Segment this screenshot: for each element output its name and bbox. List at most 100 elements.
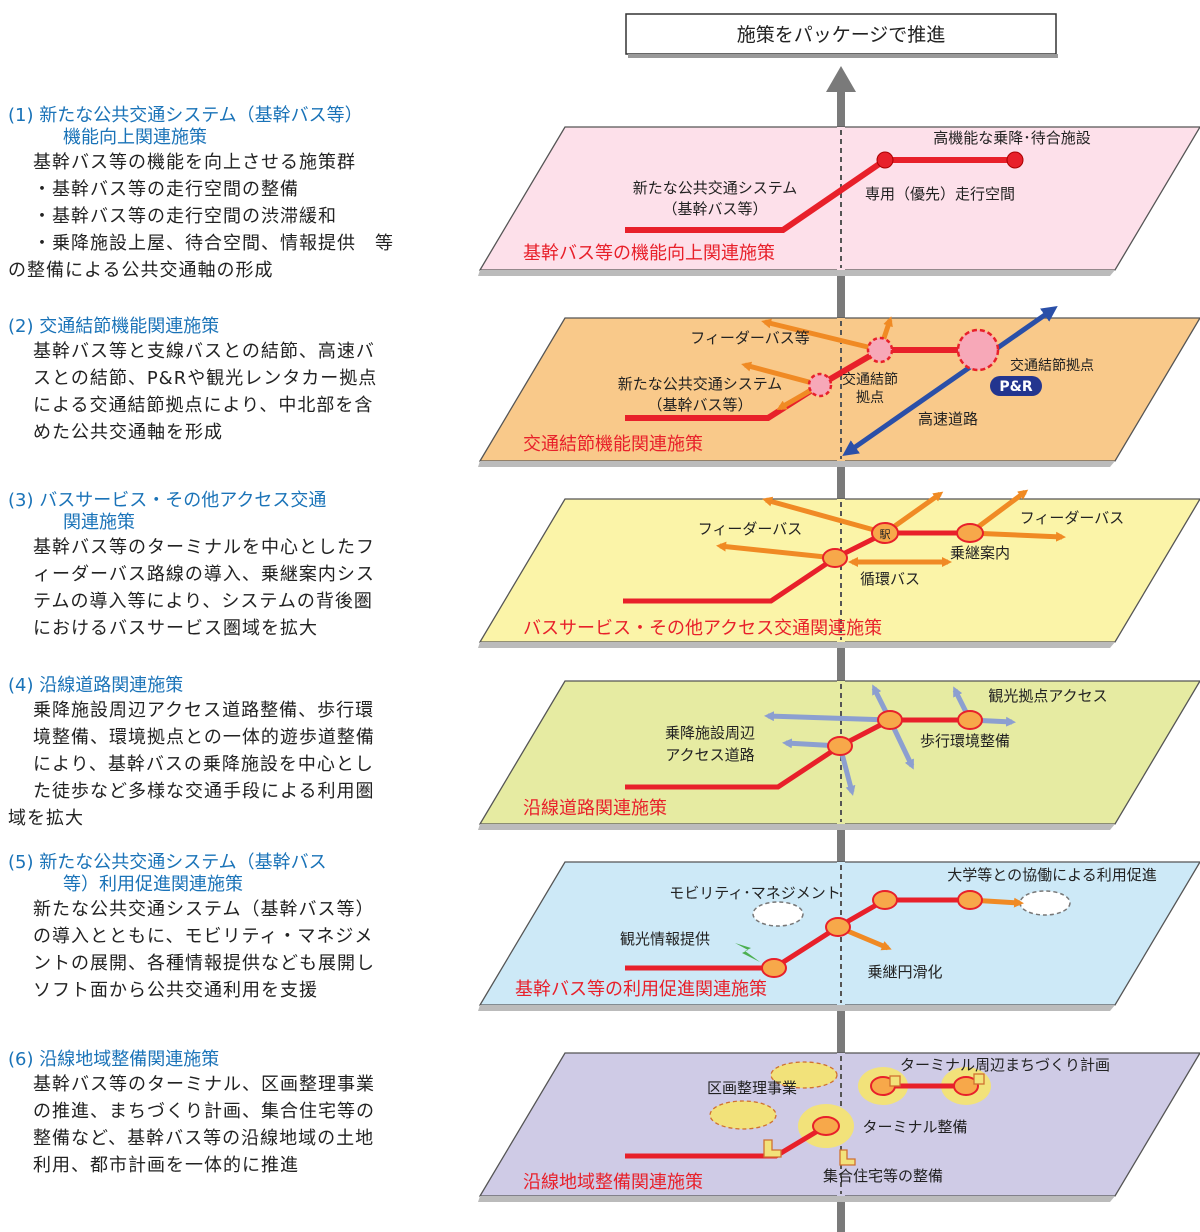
- label-access-road: アクセス道路: [665, 746, 754, 764]
- label-trunk-bus: （基幹バス等）: [647, 396, 752, 414]
- section-body-line: 域を拡大: [8, 808, 84, 829]
- label-feeder-right: フィーダーバス: [1020, 509, 1125, 527]
- label-loop-bus: 循環バス: [860, 570, 920, 588]
- layer-title: 交通結節機能関連施策: [523, 434, 703, 455]
- layer-3: 駅 フィーダーバス フィーダーバス 乗継案内 循環バス バスサービス・その他アク…: [478, 489, 1200, 648]
- station-label: 駅: [880, 528, 891, 541]
- section-body: 基幹バス等と支線バスとの結節、高速バ スとの結節、P&Rや観光レンタカー拠点 に…: [8, 338, 463, 446]
- section-body: 新たな公共交通システム（基幹バス等） の導入とともに、モビリティ・マネジメ ント…: [8, 896, 463, 1004]
- policy-list: (1) 新たな公共交通システム（基幹バス等） 機能向上関連施策 基幹バス等の機能…: [0, 0, 470, 1232]
- stop-marker: [825, 917, 851, 937]
- label-transit-system: 新たな公共交通システム: [633, 179, 798, 197]
- layer-title: 沿線地域整備関連施策: [523, 1172, 703, 1193]
- section-2: (2) 交通結節機能関連施策 基幹バス等と支線バスとの結節、高速バ スとの結節、…: [8, 316, 463, 446]
- section-body-line: ィーダーバス路線の導入、乗継案内シス: [33, 564, 375, 585]
- section-title-line: 関連施策: [63, 512, 135, 533]
- section-body-line: 境整備、環境拠点との一体的遊歩道整備: [33, 727, 375, 748]
- university-bubble: [1019, 890, 1071, 916]
- layer-plane-edge: [478, 1005, 1115, 1011]
- layer-plane-edge: [478, 1196, 1115, 1202]
- section-body-line: 基幹バス等の機能を向上させる施策群: [33, 152, 356, 173]
- section-title-line: (3) バスサービス・その他アクセス交通: [8, 490, 327, 511]
- label-land-readjustment: 区画整理事業: [707, 1079, 797, 1097]
- section-body-line: におけるバスサービス圏域を拡大: [33, 618, 318, 639]
- hub-marker: [807, 372, 833, 398]
- layer-4: 観光拠点アクセス 乗降施設周辺 アクセス道路 歩行環境整備 沿線道路関連施策: [478, 680, 1200, 830]
- stop-marker: [872, 890, 898, 910]
- section-title: (1) 新たな公共交通システム（基幹バス等） 機能向上関連施策: [8, 105, 463, 149]
- stop-marker: [827, 736, 853, 756]
- housing-icon: [763, 1139, 782, 1158]
- section-title: (2) 交通結節機能関連施策: [8, 316, 463, 338]
- label-facility: 高機能な乗降･待合施設: [933, 129, 1091, 147]
- section-body-line: の導入とともに、モビリティ・マネジメ: [33, 926, 374, 947]
- label-housing: 集合住宅等の整備: [823, 1167, 943, 1185]
- package-box-shadow: [628, 54, 1058, 58]
- label-feeder: フィーダーバス等: [690, 329, 810, 347]
- layer-plane-edge: [478, 642, 1115, 648]
- axis-shaft: [837, 90, 845, 1232]
- section-body: 基幹バス等のターミナルを中心としたフ ィーダーバス路線の導入、乗継案内シス テム…: [8, 534, 463, 642]
- feeder-arrow: [969, 530, 1066, 542]
- label-feeder-left: フィーダーバス: [698, 520, 803, 538]
- label-stop-surroundings: 乗降施設周辺: [665, 724, 755, 742]
- label-mobility-management: モビリティ･マネジメント: [669, 884, 841, 902]
- section-1: (1) 新たな公共交通システム（基幹バス等） 機能向上関連施策 基幹バス等の機能…: [8, 105, 463, 284]
- stop-marker: [957, 890, 983, 910]
- feeder-arrow: [741, 361, 821, 388]
- label-dedicated-lane: 専用（優先）走行空間: [865, 185, 1015, 203]
- label-tourism-info: 観光情報提供: [620, 930, 710, 948]
- layer-title: 沿線道路関連施策: [523, 798, 667, 819]
- section-title-line: (1) 新たな公共交通システム（基幹バス等）: [8, 105, 363, 126]
- label-terminal: ターミナル整備: [862, 1118, 967, 1136]
- section-body-line: 新たな公共交通システム（基幹バス等）: [33, 899, 375, 920]
- package-box-label: 施策をパッケージで推進: [737, 24, 946, 46]
- park-ride-label: P&R: [999, 379, 1032, 395]
- label-tourism-access: 観光拠点アクセス: [988, 687, 1107, 705]
- section-body-line: ソフト面から公共交通利用を支援: [33, 980, 318, 1001]
- section-title: (6) 沿線地域整備関連施策: [8, 1049, 463, 1071]
- section-body-line: の推進、まちづくり計画、集合住宅等の: [33, 1101, 375, 1122]
- layer-5: 大学等との協働による利用促進 モビリティ･マネジメント 観光情報提供 乗継円滑化…: [478, 861, 1200, 1011]
- section-3: (3) バスサービス・その他アクセス交通 関連施策 基幹バス等のターミナルを中心…: [8, 490, 463, 642]
- stop-marker: [956, 523, 984, 543]
- label-transit-system: 新たな公共交通システム: [618, 375, 783, 393]
- layer-plane-edge: [478, 270, 1115, 276]
- axis-arrowhead-icon: [826, 66, 856, 92]
- station-marker: [871, 522, 899, 544]
- layer-diagram: 施策をパッケージで推進 高機能な乗降･待合施設 新たな公共交通システム （基幹バ…: [478, 13, 1200, 1232]
- section-body-line: 整備など、基幹バス等の沿線地域の土地: [33, 1128, 375, 1149]
- stop-marker: [957, 710, 983, 730]
- section-body: 基幹バス等のターミナル、区画整理事業 の推進、まちづくり計画、集合住宅等の 整備…: [8, 1071, 463, 1179]
- mm-bubble: [752, 901, 804, 927]
- section-body-line: により、基幹バスの乗降施設を中心とし: [33, 754, 374, 775]
- label-transfer-hub: 交通結節拠点: [1010, 357, 1094, 374]
- section-title: (3) バスサービス・その他アクセス交通 関連施策: [8, 490, 463, 534]
- section-body-line: テムの導入等により、システムの背後圏: [33, 591, 373, 612]
- label-expressway: 高速道路: [918, 410, 978, 428]
- housing-icon: [839, 1149, 856, 1166]
- access-arrow: [764, 711, 891, 723]
- stop-marker: [761, 958, 787, 978]
- layer-title: バスサービス・その他アクセス交通関連施策: [523, 618, 882, 639]
- package-box: 施策をパッケージで推進: [625, 13, 1058, 58]
- building-icon: [973, 1073, 985, 1085]
- section-body-line: ・基幹バス等の走行空間の整備: [33, 179, 299, 200]
- label-trunk-bus: （基幹バス等）: [662, 200, 767, 218]
- hub-marker: [956, 328, 1000, 372]
- label-town-planning: ターミナル周辺まちづくり計画: [900, 1056, 1110, 1074]
- section-body-line: 乗降施設周辺アクセス道路整備、歩行環: [33, 700, 375, 721]
- section-5: (5) 新たな公共交通システム（基幹バス 等）利用促進関連施策 新たな公共交通シ…: [8, 852, 463, 1004]
- terminal-marker: [812, 1116, 840, 1136]
- park-ride-badge: [990, 376, 1042, 396]
- section-body-line: スとの結節、P&Rや観光レンタカー拠点: [33, 368, 378, 389]
- section-body-line: 利用、都市計画を一体的に推進: [33, 1155, 299, 1176]
- section-6: (6) 沿線地域整備関連施策 基幹バス等のターミナル、区画整理事業 の推進、まち…: [8, 1049, 463, 1179]
- section-title-line: (6) 沿線地域整備関連施策: [8, 1049, 220, 1070]
- stop-marker: [1006, 151, 1024, 169]
- section-body-line: ・乗降施設上屋、待合空間、情報提供 等: [33, 233, 394, 254]
- section-title-line: (4) 沿線道路関連施策: [8, 675, 184, 696]
- feeder-arrow: [716, 541, 836, 561]
- layer-plane-edge: [478, 824, 1115, 830]
- label-hub-sub: 拠点: [856, 390, 884, 406]
